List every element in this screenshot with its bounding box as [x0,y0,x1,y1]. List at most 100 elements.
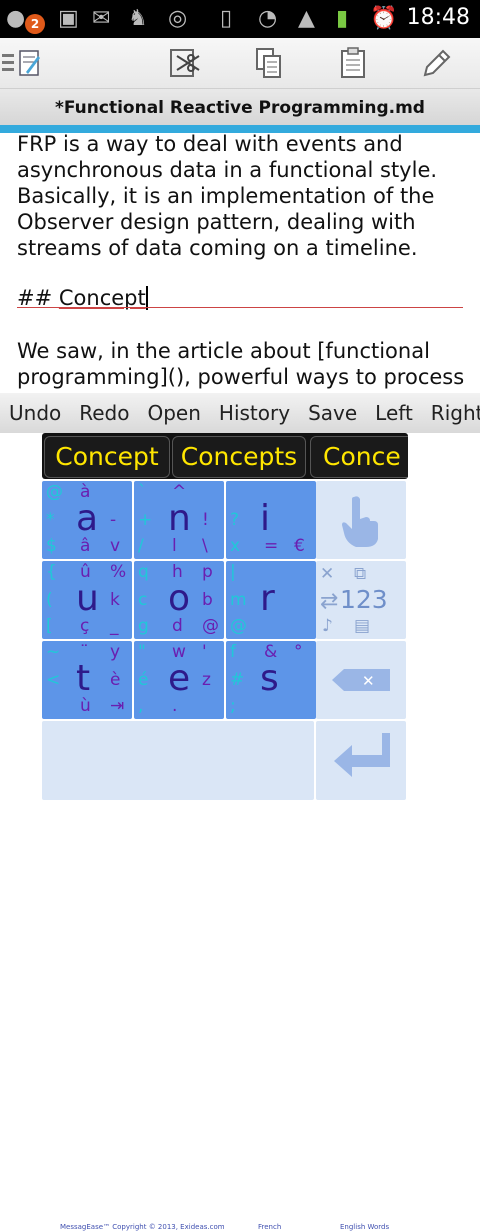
svg-text:✕: ✕ [362,672,375,690]
copyright-text: MessagEase™ Copyright © 2013, Exideas.co… [60,1223,225,1231]
letter-key[interactable]: i?x=€ [226,481,316,559]
alarm-icon: ⏰ [370,6,398,31]
clipboard-icon: ▤ [354,616,371,636]
space-key[interactable] [42,721,314,800]
key-gesture-char: | [230,562,236,582]
heading-line: ## Concept [17,285,148,311]
key-gesture-char: @ [230,616,247,636]
key-gesture-char: d [172,616,183,636]
hand-icon [342,496,378,547]
notification-badge: 2 [25,14,45,34]
key-gesture-char: p [202,562,213,582]
key-gesture-char: q [138,562,149,582]
battery-icon: ▮ [336,6,349,31]
heading-prefix: ## [17,286,59,310]
key-gesture-char: ' [202,642,207,662]
key-gesture-char: - [110,510,117,530]
key-gesture-char: ; [230,696,236,716]
key-gesture-char: ù [80,696,91,716]
paste-icon [341,47,365,78]
suggestion-item[interactable]: Conce [310,436,408,478]
backspace-key[interactable]: ✕ [316,641,406,719]
key-gesture-char: ⇥ [110,696,125,716]
key-gesture-char: , [138,696,144,716]
left-button[interactable]: Left [375,401,413,425]
cut-button[interactable] [166,44,204,82]
key-main-char: i [260,498,271,539]
key-gesture-char: _ [110,616,119,636]
letter-key[interactable]: n`^+!/l\ [134,481,224,559]
save-button[interactable]: Save [308,401,358,425]
mode-key[interactable]: ✕ ⧉ ⇄ 123 ♪ ▤ [316,561,406,639]
swipe-key[interactable] [316,481,406,559]
suggestion-item[interactable]: Concepts [172,436,306,478]
key-gesture-char: . [172,696,178,716]
llama-icon: ♞ [128,6,148,31]
key-gesture-char: ¨ [80,642,89,662]
key-gesture-char: l [172,536,177,556]
copy-button[interactable] [250,44,288,82]
letter-key[interactable]: r|m@ [226,561,316,639]
key-gesture-char: ` [138,482,147,502]
letter-key[interactable]: u{û%(k[ç_ [42,561,132,639]
dictionary-label: English Words [340,1223,390,1231]
document-icon [2,50,40,76]
vibrate-icon: ▯ [220,6,233,31]
sync-icon: ◎ [168,6,188,31]
key-gesture-char: c [138,590,148,610]
key-main-char: t [76,658,91,699]
text-editor[interactable]: FRP is a way to deal with events and asy… [0,133,480,393]
backspace-icon: ✕ [332,669,390,691]
editor-toolbar [0,38,480,89]
text-cursor [145,286,148,310]
key-gesture-char: [ [46,616,53,636]
enter-key[interactable] [316,721,406,800]
key-gesture-char: % [110,562,127,582]
line-underline [17,307,463,308]
key-gesture-char: ? [230,510,240,530]
key-gesture-char: € [294,536,305,556]
notification-icon: ● [6,6,26,31]
key-gesture-char: ç [80,616,90,636]
menu-button[interactable] [0,44,44,82]
key-gesture-char: w [172,642,186,662]
open-button[interactable]: Open [147,401,201,425]
accent-divider [0,125,480,133]
history-button[interactable]: History [218,401,291,425]
cut-icon [170,49,200,77]
key-gesture-char: + [138,510,153,530]
undo-button[interactable]: Undo [9,401,62,425]
key-gesture-char: û [80,562,91,582]
key-gesture-char: ^ [172,482,187,502]
paste-button[interactable] [334,44,372,82]
key-gesture-char: * [46,510,55,530]
action-bar: Undo Redo Open History Save Left Right [0,393,480,433]
paragraph-2: We saw, in the article about [functional… [17,339,465,389]
clock: 18:48 [406,5,470,30]
status-bar: ● 2 ▣ ✉ ♞ ◎ ▯ ◔ ▲ ▮ ⏰ 18:48 [0,0,480,38]
key-gesture-char: â [80,536,91,556]
copy-icon [256,48,281,78]
key-gesture-char: à [80,482,91,502]
suggestion-item[interactable]: Concept [44,436,170,478]
key-gesture-char: é [138,670,149,690]
key-gesture-char: " [138,642,146,662]
redo-button[interactable]: Redo [79,401,130,425]
bag-icon: ▣ [58,6,79,31]
right-button[interactable]: Right [430,401,480,425]
edit-button[interactable] [418,44,456,82]
key-gesture-char: ( [46,590,53,610]
edit-icon [423,49,451,77]
key-gesture-char: m [230,590,247,610]
numeric-mode-label: 123 [340,585,388,614]
key-main-char: s [260,658,279,699]
key-gesture-char: \ [202,536,208,556]
key-main-char: u [76,578,99,619]
